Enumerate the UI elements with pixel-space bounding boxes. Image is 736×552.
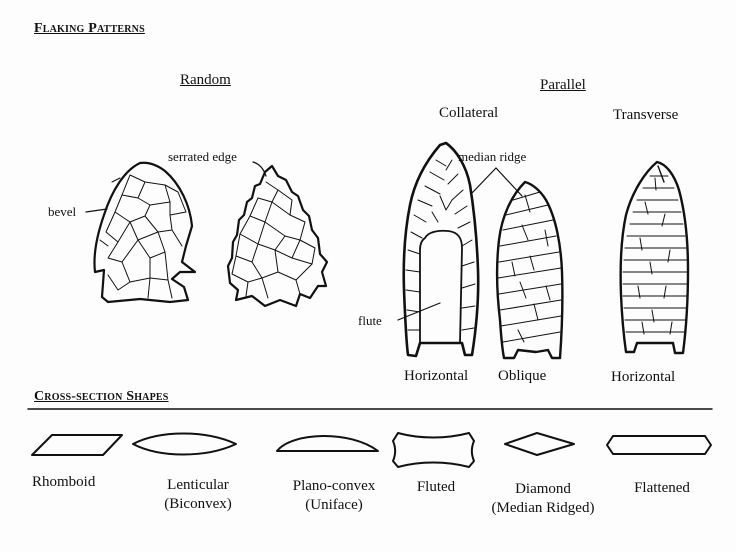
collateral-point-fluted (402, 141, 480, 358)
random-point-serrated (226, 164, 329, 308)
cross-section-shapes (31, 432, 712, 468)
rhomboid-label: Rhomboid (32, 474, 96, 490)
serrated-edge-label: serrated edge (168, 149, 237, 164)
bevel-leader (85, 208, 108, 213)
bevel-label: bevel (48, 204, 77, 219)
lenticular-label: Lenticular (Biconvex) (164, 477, 232, 512)
plano-convex-label: Plano-convex (Uniface) (292, 478, 376, 513)
collateral-heading: Collateral (439, 105, 499, 121)
collateral-horizontal-label: Horizontal (404, 368, 469, 384)
flute-label: flute (358, 313, 382, 328)
diamond-shape (504, 432, 575, 456)
transverse-point (619, 160, 690, 355)
fluted-shape (392, 432, 475, 468)
random-point-bevel (93, 161, 197, 304)
fluted-label: Fluted (416, 479, 456, 495)
diamond-label: Diamond (Median Ridged) (491, 481, 595, 516)
rhomboid-shape (31, 434, 123, 456)
lenticular-shape (132, 432, 237, 456)
oblique-point (495, 180, 564, 360)
leader-lines (85, 161, 523, 321)
median-ridge-leader-right (495, 167, 523, 197)
flute-leader (397, 302, 441, 321)
flattened-shape (606, 435, 712, 455)
transverse-heading: Transverse (613, 107, 679, 123)
transverse-horizontal-label: Horizontal (611, 369, 676, 385)
flattened-label: Flattened (634, 480, 690, 496)
parallel-heading: Parallel (540, 77, 586, 93)
cross-section-title: Cross-section Shapes (34, 389, 169, 404)
plano-convex-shape (276, 435, 379, 452)
median-ridge-leader-left (471, 167, 497, 194)
flaking-patterns-title: Flaking Patterns (34, 21, 145, 36)
median-ridge-label: median ridge (458, 149, 527, 164)
serrated-edge-leader (252, 161, 267, 177)
oblique-label: Oblique (498, 368, 547, 384)
random-heading: Random (180, 72, 231, 88)
